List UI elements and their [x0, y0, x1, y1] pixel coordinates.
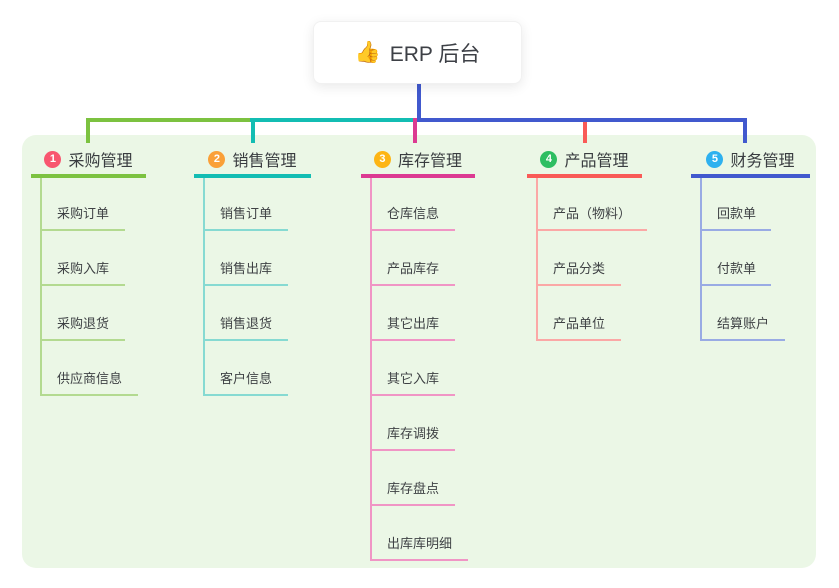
child-node[interactable]: 其它出库	[370, 311, 455, 341]
child-node[interactable]: 产品（物料）	[536, 201, 647, 231]
child-node[interactable]: 销售订单	[203, 201, 288, 231]
branch-header[interactable]: 2 销售管理	[194, 146, 311, 178]
branch-number-badge: 3	[373, 150, 391, 168]
child-label: 其它入库	[387, 371, 440, 386]
child-label: 出库库明细	[387, 536, 453, 551]
connector-bus-line	[417, 118, 747, 122]
child-node[interactable]: 结算账户	[700, 311, 785, 341]
child-node[interactable]: 销售出库	[203, 256, 288, 286]
child-node[interactable]: 采购订单	[40, 201, 125, 231]
child-node[interactable]: 库存盘点	[370, 476, 455, 506]
branch-header[interactable]: 5 财务管理	[691, 146, 810, 178]
branch-header[interactable]: 4 产品管理	[527, 146, 642, 178]
child-node[interactable]: 产品分类	[536, 256, 621, 286]
root-label: ERP 后台	[389, 42, 481, 66]
child-node[interactable]: 出库库明细	[370, 531, 468, 561]
child-node[interactable]: 回款单	[700, 201, 771, 231]
root-trunk-line	[417, 84, 421, 122]
branch-label: 销售管理	[232, 153, 297, 170]
child-node[interactable]: 客户信息	[203, 366, 288, 396]
branch-elbow-line	[86, 118, 90, 143]
branch-connector-line	[700, 178, 702, 341]
connector-bus-line	[250, 118, 413, 122]
child-node[interactable]: 采购退货	[40, 311, 125, 341]
branch-connector-line	[536, 178, 538, 341]
child-label: 产品分类	[553, 261, 606, 276]
child-label: 库存调拨	[387, 426, 440, 441]
child-label: 采购订单	[57, 206, 110, 221]
branch-label: 采购管理	[68, 153, 133, 170]
child-label: 销售订单	[220, 206, 273, 221]
connector-bus-line	[86, 118, 250, 122]
branch-elbow-line	[413, 118, 417, 143]
child-node[interactable]: 销售退货	[203, 311, 288, 341]
branches-panel	[22, 135, 816, 568]
child-node[interactable]: 其它入库	[370, 366, 455, 396]
child-label: 产品单位	[553, 316, 606, 331]
branch-label: 产品管理	[564, 153, 629, 170]
child-label: 仓库信息	[387, 206, 440, 221]
child-label: 产品（物料）	[553, 206, 632, 221]
branch-elbow-line	[583, 118, 587, 143]
child-label: 销售出库	[220, 261, 273, 276]
child-label: 采购入库	[57, 261, 110, 276]
child-label: 客户信息	[220, 371, 273, 386]
child-label: 其它出库	[387, 316, 440, 331]
child-label: 产品库存	[387, 261, 440, 276]
root-node[interactable]: 👍 ERP 后台	[313, 21, 522, 84]
child-label: 库存盘点	[387, 481, 440, 496]
branch-number-badge: 1	[44, 150, 62, 168]
child-node[interactable]: 产品库存	[370, 256, 455, 286]
branch-number-badge: 4	[540, 150, 558, 168]
branch-connector-line	[40, 178, 42, 396]
branch-number-badge: 2	[208, 150, 226, 168]
branch-elbow-line	[743, 118, 747, 143]
child-node[interactable]: 仓库信息	[370, 201, 455, 231]
branch-connector-line	[203, 178, 205, 396]
child-label: 供应商信息	[57, 371, 123, 386]
branch-connector-line	[370, 178, 372, 561]
child-node[interactable]: 库存调拨	[370, 421, 455, 451]
branch-label: 财务管理	[730, 153, 795, 170]
branch-number-badge: 5	[706, 150, 724, 168]
child-label: 采购退货	[57, 316, 110, 331]
child-node[interactable]: 供应商信息	[40, 366, 138, 396]
branch-header[interactable]: 1 采购管理	[31, 146, 146, 178]
child-node[interactable]: 付款单	[700, 256, 771, 286]
branch-elbow-line	[251, 118, 255, 143]
child-label: 回款单	[717, 206, 757, 221]
child-node[interactable]: 采购入库	[40, 256, 125, 286]
thumbs-up-icon: 👍	[354, 41, 381, 64]
branch-header[interactable]: 3 库存管理	[361, 146, 475, 178]
child-label: 结算账户	[717, 316, 770, 331]
child-label: 付款单	[717, 261, 757, 276]
child-label: 销售退货	[220, 316, 273, 331]
child-node[interactable]: 产品单位	[536, 311, 621, 341]
branch-label: 库存管理	[397, 153, 462, 170]
